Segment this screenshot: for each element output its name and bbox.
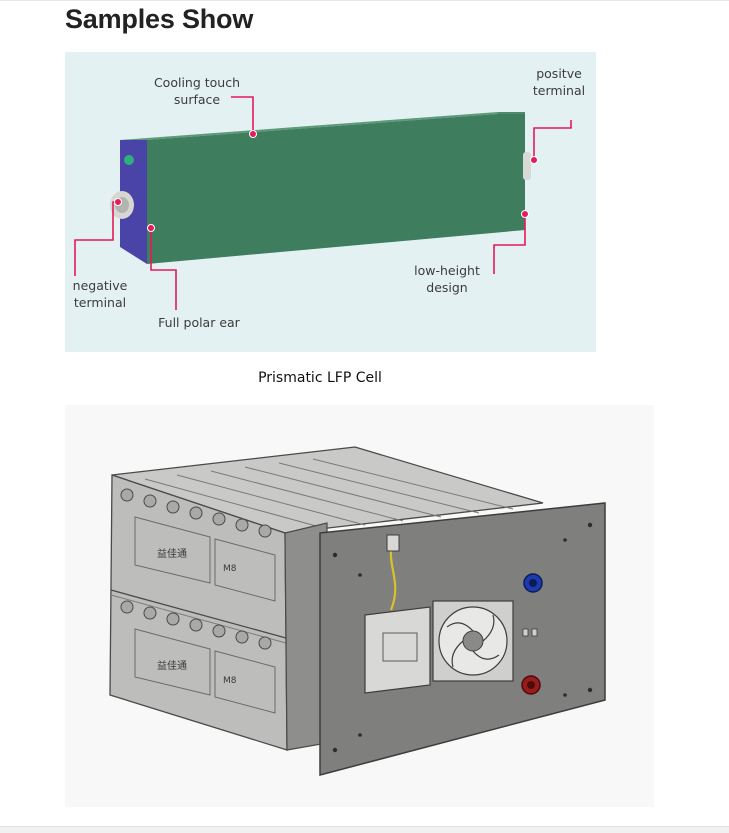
module-id-lower: M8 — [223, 676, 237, 686]
page-title: Samples Show — [65, 4, 254, 34]
module-marking-lower: 益佳通 — [157, 659, 187, 672]
label-cooling-touch-surface: Cooling touch surface — [153, 75, 241, 107]
top-divider — [0, 0, 729, 1]
prismatic-cell-illustration — [65, 52, 596, 352]
bottom-divider — [0, 826, 729, 833]
cell-caption: Prismatic LFP Cell — [258, 370, 382, 386]
prismatic-cell-figure: Cooling touch surface positve terminal n… — [65, 52, 596, 352]
battery-pack-figure: 益佳通 M8 益佳通 M8 — [65, 405, 654, 807]
battery-pack-illustration: 益佳通 M8 益佳通 M8 — [109, 446, 606, 776]
label-low-height-design: low-height design — [414, 263, 480, 295]
label-negative-terminal: negative terminal — [72, 278, 128, 310]
label-full-polar-ear: Full polar ear — [158, 315, 240, 330]
module-id-upper: M8 — [223, 564, 237, 574]
label-positive-terminal: positve terminal — [532, 66, 586, 98]
module-marking-upper: 益佳通 — [157, 547, 187, 560]
